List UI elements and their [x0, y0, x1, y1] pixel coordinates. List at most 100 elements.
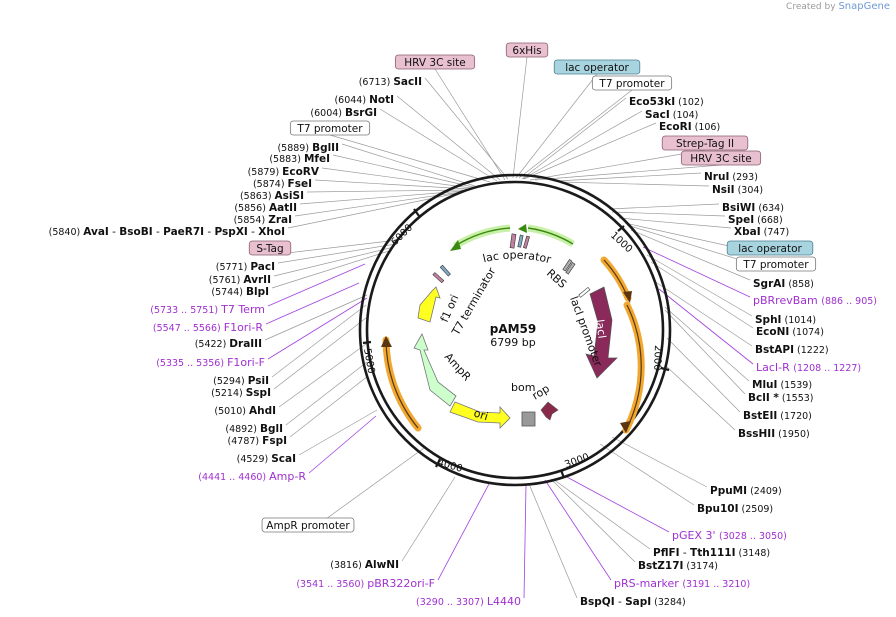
label-box: [261, 517, 355, 533]
enzyme-label: (5840) AvaI - BsoBI - PaeR7I - PspXI - X…: [49, 226, 285, 238]
label-box: [553, 59, 641, 75]
enzyme-label: (6004) BsrGI: [310, 107, 377, 119]
tick-label-2000: 2000: [651, 345, 663, 371]
enzyme-label: (4529) ScaI: [237, 453, 296, 465]
label-box: [505, 42, 549, 58]
leader-line: [437, 481, 491, 581]
ori-label: ori: [472, 406, 490, 423]
leader-line: [523, 484, 527, 599]
label-bspqi: BspQI - SapI (3284): [580, 596, 686, 608]
label-notI: (6044) NotI: [334, 94, 394, 106]
leader-line: [665, 365, 736, 431]
label-ecorv: (5879) EcoRV: [248, 166, 320, 178]
enzyme-label: NsiI (304): [712, 184, 763, 196]
enzyme-label: (5010) AhdI: [214, 405, 276, 417]
label-f1orif: (5335 .. 5356) F1ori-F: [156, 356, 265, 369]
primer-label: (5733 .. 5751) T7 Term: [150, 303, 265, 316]
feature-bom-box: [521, 411, 536, 427]
leader-line: [298, 409, 378, 456]
label-text: HRV 3C site: [690, 153, 751, 165]
leader-line: [294, 191, 462, 217]
label-nruI: NruI (293): [704, 171, 758, 183]
enzyme-label: (5879) EcoRV: [248, 166, 320, 178]
leader-line: [556, 172, 702, 182]
ampr-label: AmpR: [442, 350, 474, 383]
enzyme-label: PpuMI (2409): [710, 485, 782, 497]
enzyme-label: (5422) DraIII: [195, 338, 262, 350]
leader-line: [544, 479, 612, 581]
label-box: [680, 150, 762, 166]
enzyme-label: EcoRI (106): [659, 121, 720, 133]
label-box: [661, 135, 749, 151]
label-ahdI: (5010) AhdI: [214, 405, 276, 417]
green-feature-arcs: [450, 224, 575, 251]
enzyme-label: BstAPI (1222): [755, 344, 829, 356]
leader-line: [285, 361, 368, 426]
leader-line: [424, 77, 509, 180]
enzyme-label: BstZ17I (3174): [638, 560, 718, 572]
label-sgrai: SgrAI (858): [753, 278, 814, 290]
label-streptag: Strep-Tag II: [661, 135, 749, 151]
leader-line: [273, 246, 395, 277]
leader-line: [396, 95, 501, 181]
enzyme-label: BspQI - SapI (3284): [580, 596, 686, 608]
enzyme-label: SpeI (668): [728, 214, 783, 226]
leader-line: [664, 309, 746, 395]
label-t7term: (5733 .. 5751) T7 Term: [150, 303, 265, 316]
primer-label: (4441 .. 4460) Amp-R: [198, 470, 306, 483]
leader-line: [564, 475, 670, 533]
label-mluI: MluI (1539): [752, 379, 812, 391]
label-blpI: (5744) BlpI: [211, 286, 269, 298]
enzyme-label: (5889) BglII: [277, 142, 339, 154]
leader-line: [287, 192, 459, 229]
label-eco53: Eco53kI (102): [629, 96, 704, 108]
leader-line: [264, 294, 368, 341]
enzyme-label: (5856) AatII: [234, 202, 297, 214]
leader-line: [267, 263, 366, 307]
label-alwni: (3816) AlwNI: [330, 559, 399, 571]
label-bsshII: BssHII (1950): [738, 428, 810, 440]
label-speI: SpeI (668): [728, 214, 783, 226]
scale-ticks: [362, 208, 670, 479]
label-ecori: EcoRI (106): [659, 121, 720, 133]
leader-line: [550, 478, 636, 563]
plasmid-length: 6799 bp: [490, 336, 535, 349]
leader-line: [271, 249, 393, 289]
leader-line: [379, 108, 498, 182]
label-pflfi: PflFI - Tth111I (3148): [653, 547, 770, 559]
label-xbaI: XbaI (747): [734, 226, 789, 238]
label-sphI: SphI (1014): [755, 314, 816, 326]
orange-feature-arcs: [381, 256, 645, 434]
label-text: T7 promoter: [742, 259, 809, 271]
enzyme-label: (5744) BlpI: [211, 286, 269, 298]
enzyme-label: (4787) FspI: [228, 435, 287, 447]
snapgene-brand: SnapGene: [838, 1, 890, 12]
label-text: T7 promoter: [598, 78, 665, 90]
leader-line: [278, 343, 367, 408]
label-zraI: (5854) ZraI: [234, 214, 292, 226]
leader-line: [321, 167, 472, 189]
label-prsmarker: pRS-marker (3191 .. 3210): [614, 577, 750, 590]
backbone: [358, 173, 672, 487]
leader-line: [608, 203, 720, 210]
label-text: T7 promoter: [296, 123, 363, 135]
leader-line: [523, 122, 657, 180]
label-t7p2: T7 promoter: [735, 256, 817, 272]
label-sspI: (5214) SspI: [211, 387, 271, 399]
label-bclI: BclI * (1553): [748, 392, 814, 404]
label-amprp: AmpR promoter: [261, 517, 355, 533]
label-sacI: SacI (104): [645, 109, 698, 121]
label-f1orir: (5547 .. 5566) F1ori-R: [153, 321, 263, 334]
plasmid-name: pAM59: [490, 322, 537, 336]
enzyme-label: BsiWI (634): [722, 202, 784, 214]
leader-line: [611, 211, 726, 217]
small-feature-marks: [432, 233, 591, 298]
leader-line: [289, 375, 369, 438]
label-stag: S-Tag: [248, 240, 292, 256]
label-hrv2: HRV 3C site: [680, 150, 762, 166]
enzyme-label: PflFI - Tth111I (3148): [653, 547, 770, 559]
leader-line: [269, 239, 399, 256]
leader-line: [664, 306, 750, 382]
leader-line: [599, 443, 695, 506]
